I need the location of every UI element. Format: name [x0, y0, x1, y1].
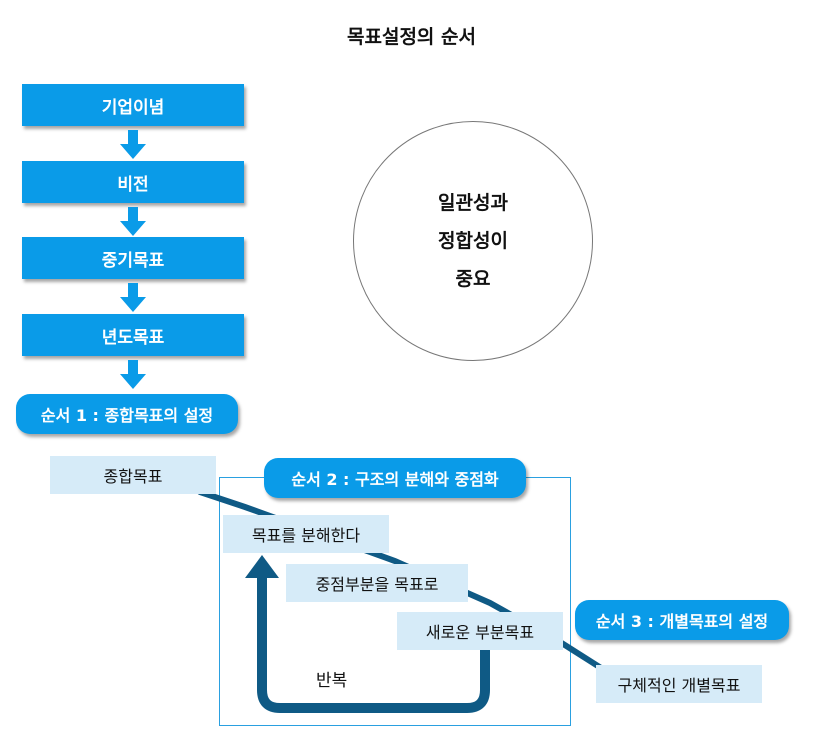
repeat-loop-arrow — [257, 575, 490, 713]
box-overall-goal: 종합목표 — [50, 456, 216, 494]
circle-line-1: 일관성과 — [438, 192, 508, 214]
box-decompose: 목표를 분해한다 — [223, 515, 389, 553]
repeat-arrowhead — [245, 555, 279, 578]
down-arrow-icon — [120, 130, 146, 159]
box-specific-goal: 구체적인 개별목표 — [596, 665, 762, 703]
step-corporate-philosophy: 기업이념 — [22, 84, 244, 126]
stage-2-pill: 순서 2 : 구조의 분해와 중점화 — [264, 458, 526, 498]
circle-line-3: 중요 — [455, 268, 491, 290]
step-vision: 비전 — [22, 161, 244, 203]
down-arrow-icon — [120, 207, 146, 236]
down-arrow-icon — [120, 283, 146, 312]
down-arrow-icon — [120, 360, 146, 389]
diagram-title: 목표설정의 순서 — [347, 26, 476, 48]
repeat-label: 반복 — [316, 671, 348, 691]
consistency-circle: 일관성과 정합성이 중요 — [353, 121, 593, 361]
box-new-sub-goal: 새로운 부분목표 — [397, 612, 563, 650]
box-focus: 중점부분을 목표로 — [286, 564, 468, 602]
step-annual-goal: 년도목표 — [22, 314, 244, 356]
stage-1-pill: 순서 1 : 종합목표의 설정 — [16, 394, 238, 434]
stage-3-pill: 순서 3 : 개별목표의 설정 — [575, 600, 789, 640]
step-midterm-goal: 중기목표 — [22, 237, 244, 279]
circle-line-2: 정합성이 — [438, 230, 508, 252]
